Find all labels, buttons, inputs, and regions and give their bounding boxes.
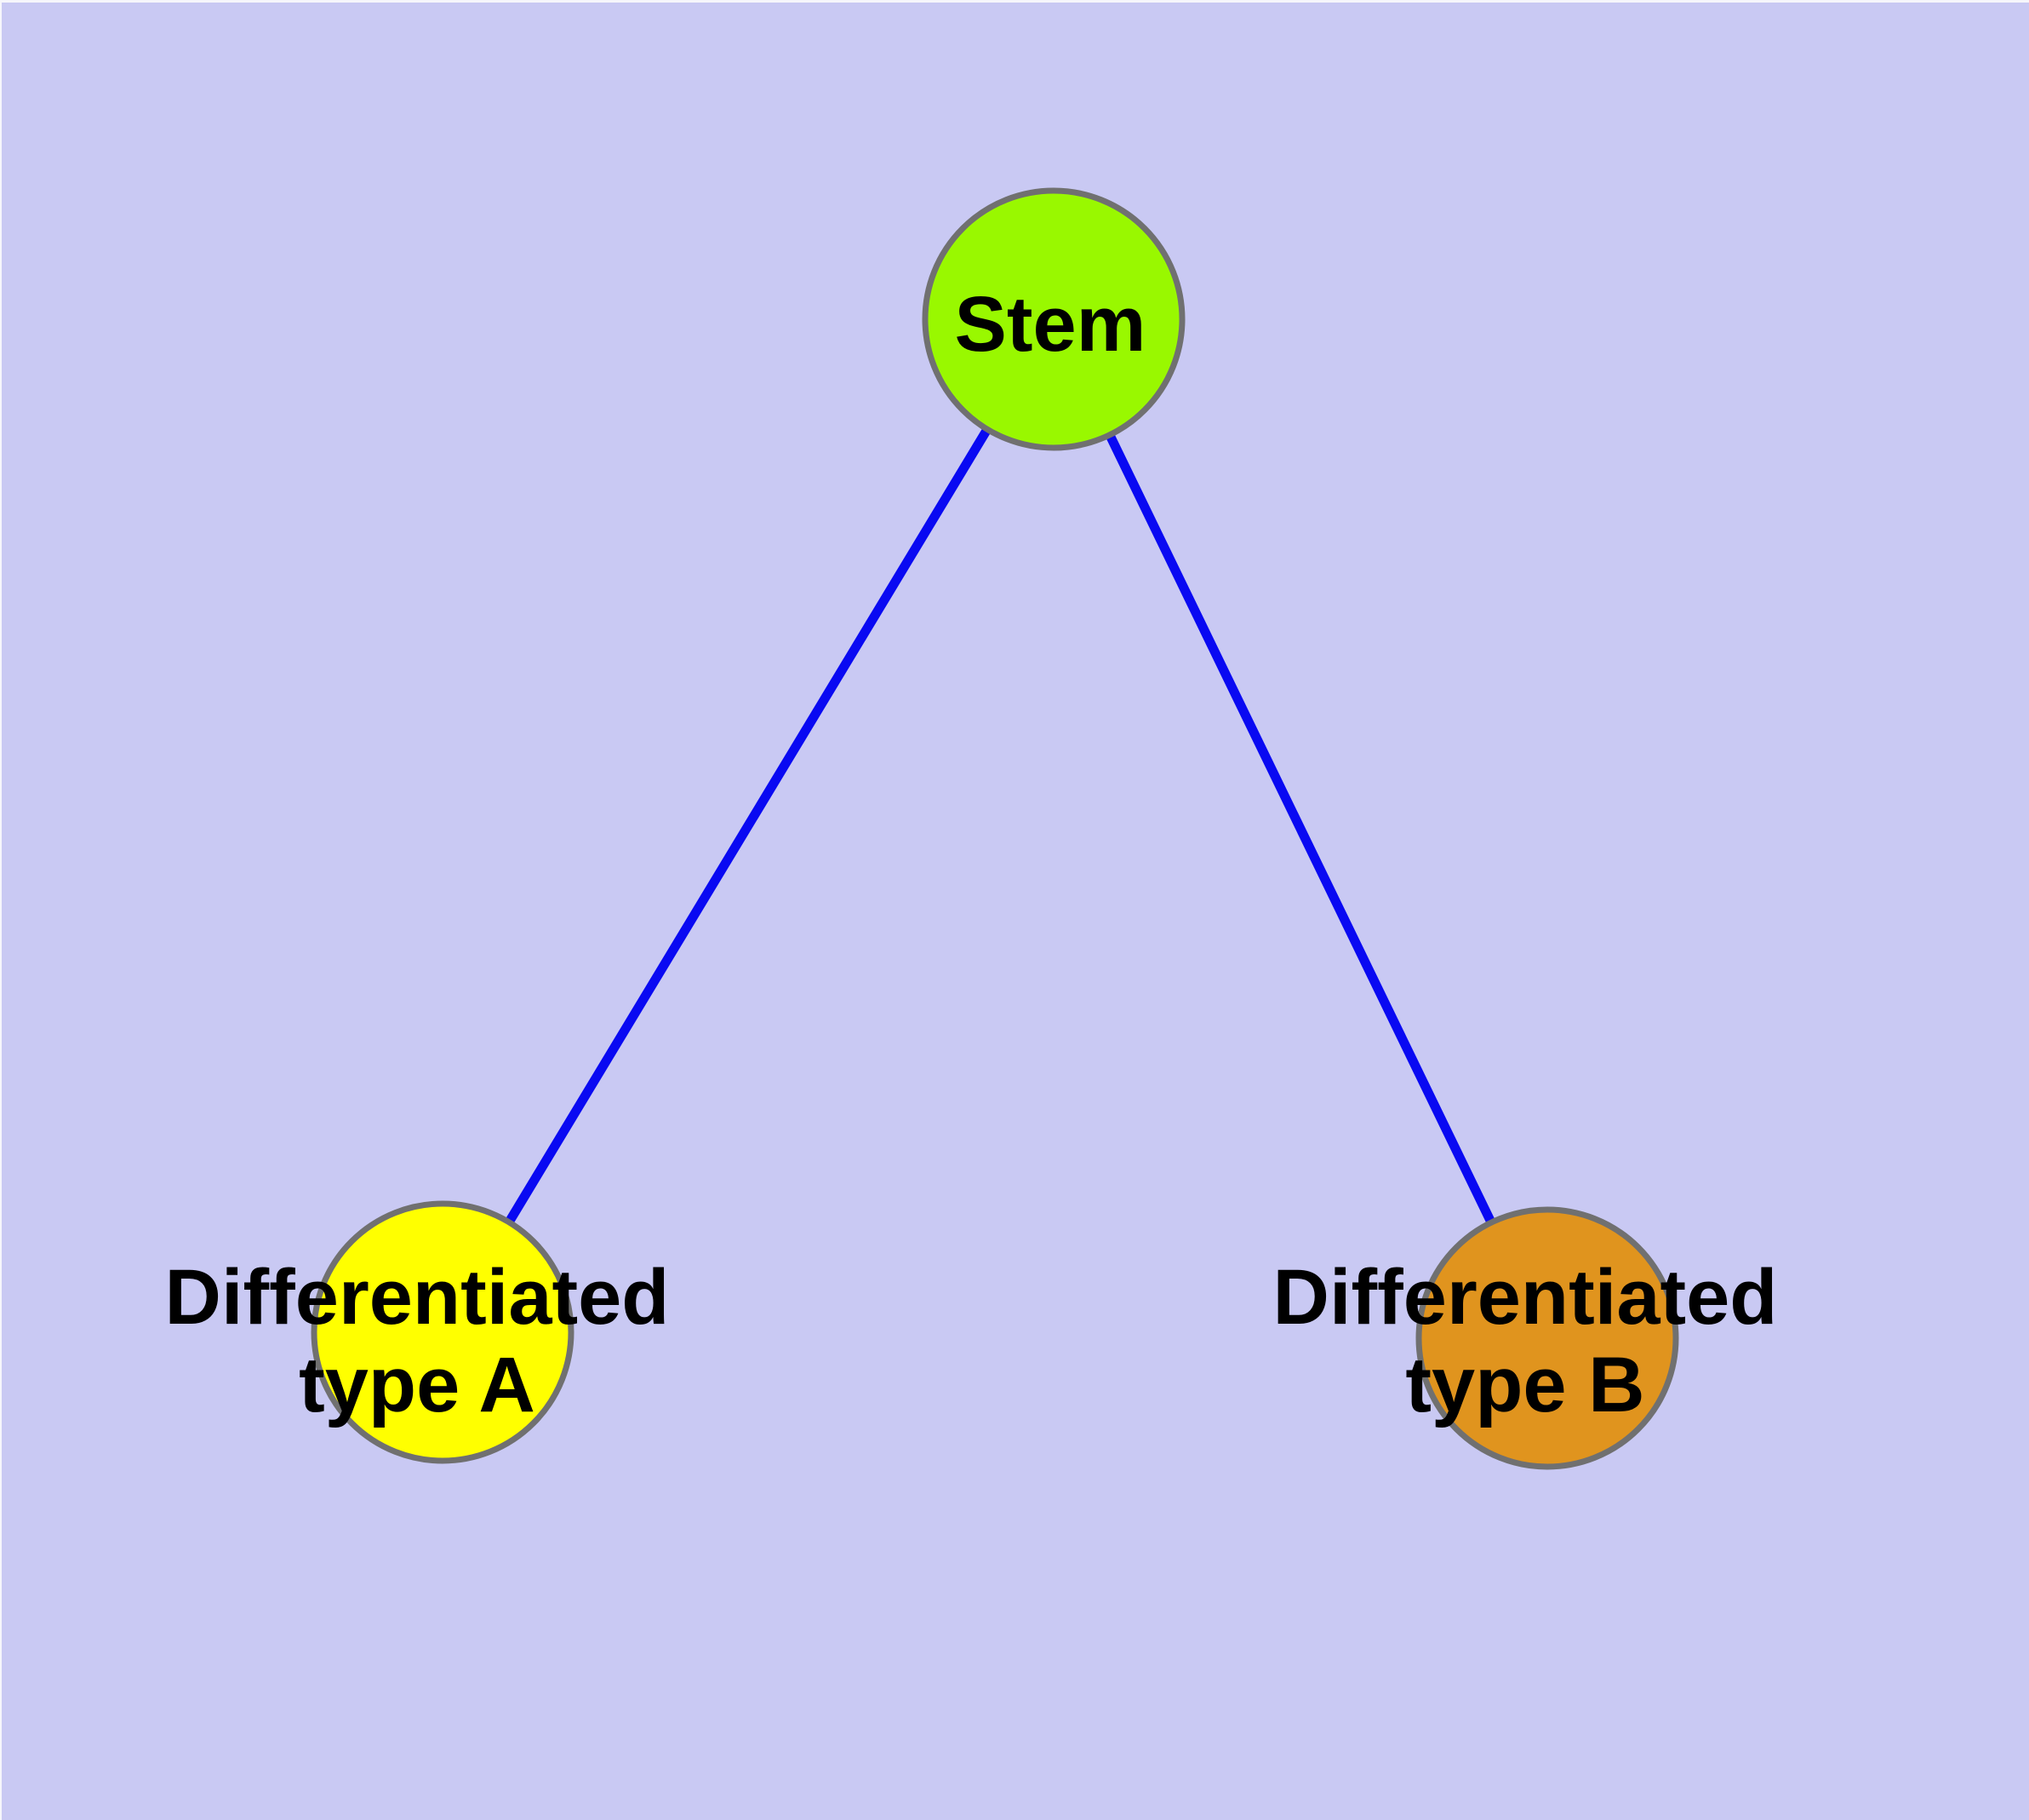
edge-stem-to-differentiated-type-a — [438, 317, 1058, 1335]
node-differentiated-type-b-label-line-1: Differentiated — [1273, 1254, 1778, 1341]
node-differentiated-type-a-label-line-1: Differentiated — [165, 1254, 670, 1341]
node-stem-label-line-1: Stem — [955, 281, 1146, 368]
edge-stem-to-differentiated-type-b — [1049, 317, 1552, 1341]
node-differentiated-type-a[interactable] — [311, 1200, 574, 1464]
frame-highlight-left — [0, 0, 2, 1820]
node-stem[interactable] — [922, 187, 1186, 451]
frame-highlight-top — [0, 0, 2029, 3]
node-differentiated-type-b-label-line-2: type B — [1405, 1342, 1644, 1428]
node-differentiated-type-a-label-line-2: type A — [299, 1342, 535, 1428]
node-differentiated-type-b[interactable] — [1415, 1206, 1679, 1470]
